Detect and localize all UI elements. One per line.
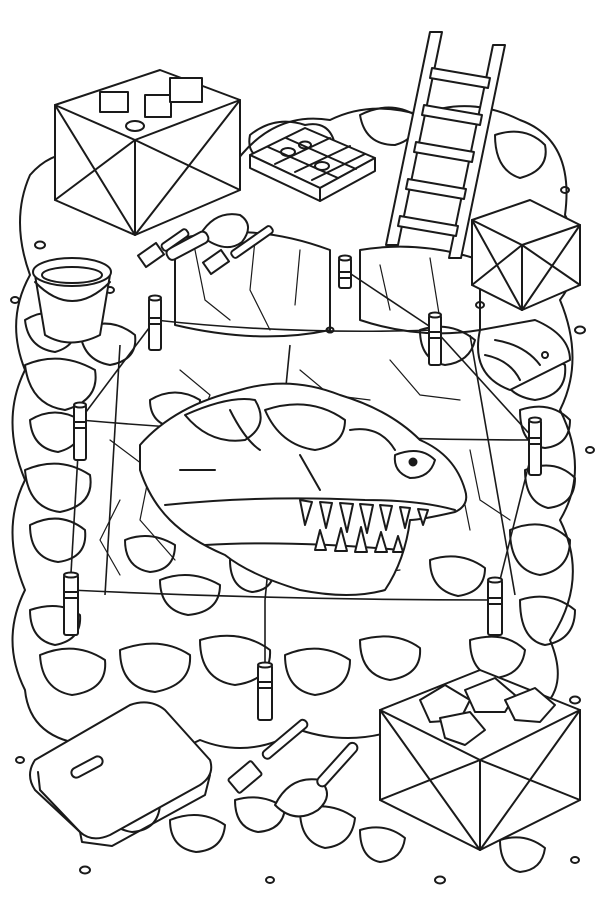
stake-2 <box>338 254 352 289</box>
stake-1 <box>148 294 162 351</box>
rock-crate-bottom-right <box>379 669 581 851</box>
stake-4 <box>73 401 87 461</box>
small-crate-right <box>471 199 581 311</box>
water-bucket <box>32 257 112 344</box>
stake-7 <box>487 576 503 636</box>
brush-top-right <box>201 225 274 276</box>
grid-stakes <box>63 254 542 721</box>
fossil-specimen-tray <box>249 127 376 202</box>
brush-top-left <box>136 228 190 269</box>
wooden-ladder <box>385 31 506 259</box>
trowel-bottom <box>274 741 359 818</box>
folded-notebook <box>477 319 571 391</box>
dig-grid-strings <box>69 269 536 690</box>
brush-bottom <box>227 718 309 794</box>
ground-outline <box>11 105 578 758</box>
supply-crate-top-left <box>54 69 241 236</box>
stake-6 <box>63 571 79 636</box>
kneeling-pad <box>29 701 213 847</box>
stake-5 <box>528 416 542 476</box>
trex-skull-fossil <box>139 382 468 596</box>
stake-3 <box>428 311 442 366</box>
stake-8 <box>257 661 273 721</box>
trowel-top <box>165 213 249 261</box>
